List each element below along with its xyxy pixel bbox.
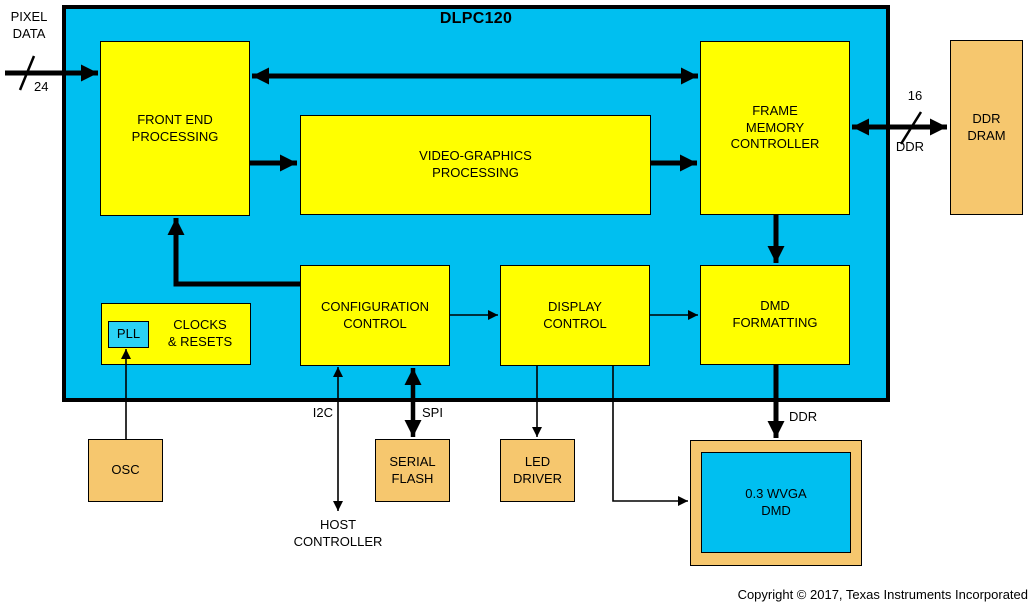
block-display-control: DISPLAY CONTROL <box>500 265 650 366</box>
block-dmd-formatting: DMD FORMATTING <box>700 265 850 365</box>
block-configuration-control: CONFIGURATION CONTROL <box>300 265 450 366</box>
label-ddr-interface: DDR <box>895 139 925 154</box>
label-host-controller: HOST CONTROLLER <box>293 517 383 549</box>
clocks-resets-label: CLOCKS & RESETS <box>167 317 233 349</box>
block-frame-memory-controller: FRAME MEMORY CONTROLLER <box>700 41 850 215</box>
label-bus-16: 16 <box>907 88 923 103</box>
block-front-end-processing: FRONT END PROCESSING <box>100 41 250 216</box>
block-clocks-resets: PLL CLOCKS & RESETS <box>101 303 251 365</box>
block-dmd: 0.3 WVGA DMD <box>690 440 862 566</box>
copyright-text: Copyright © 2017, Texas Instruments Inco… <box>737 587 1028 602</box>
block-pll: PLL <box>108 321 149 348</box>
chip-title: DLPC120 <box>439 10 513 27</box>
dmd-mirror-area: 0.3 WVGA DMD <box>701 452 851 553</box>
block-video-graphics-processing: VIDEO-GRAPHICS PROCESSING <box>300 115 651 215</box>
label-spi: SPI <box>422 405 443 420</box>
label-dmd-ddr: DDR <box>789 409 818 424</box>
label-i2c: I2C <box>312 405 333 420</box>
label-pixel-data: PIXEL DATA <box>10 9 48 41</box>
block-ddr-dram: DDR DRAM <box>950 40 1023 215</box>
label-bus-24: 24 <box>34 79 49 94</box>
block-osc: OSC <box>88 439 163 502</box>
block-serial-flash: SERIAL FLASH <box>375 439 450 502</box>
block-led-driver: LED DRIVER <box>500 439 575 502</box>
bus-slash-24 <box>18 55 36 91</box>
